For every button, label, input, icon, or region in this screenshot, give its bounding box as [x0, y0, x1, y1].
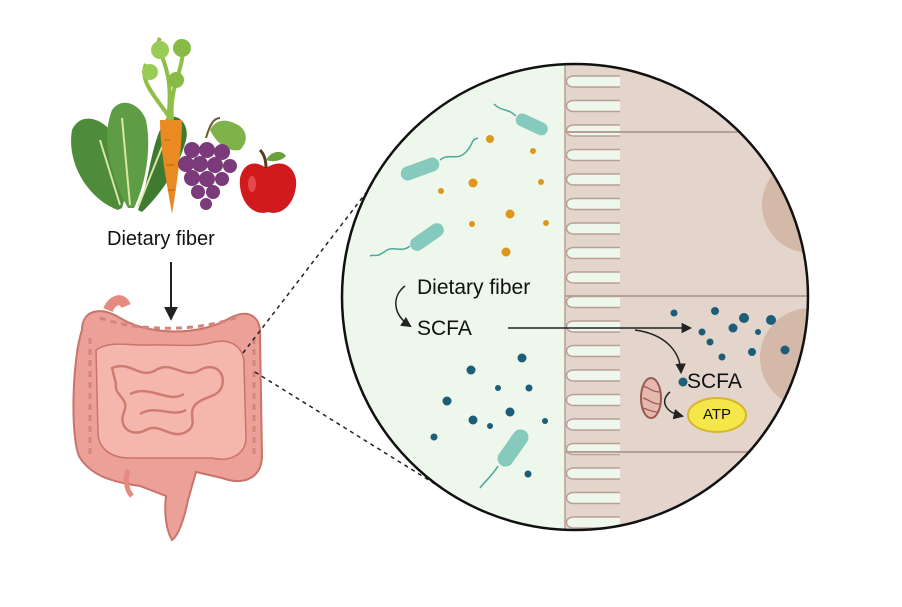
bacterium-icon	[493, 103, 548, 136]
scfa-particle	[766, 315, 776, 325]
scfa-particle	[430, 433, 438, 441]
scfa-particle	[755, 329, 761, 335]
villus	[565, 516, 620, 529]
villus	[565, 222, 620, 235]
villus	[565, 393, 620, 407]
bacterium-icon	[400, 137, 479, 181]
fiber-particle	[486, 135, 494, 143]
scfa-to-atp-arrow	[663, 391, 685, 420]
fiber-particle	[543, 220, 549, 226]
bacterium-icon	[479, 429, 529, 489]
scfa-particle	[678, 377, 688, 387]
scfa-particle	[698, 328, 706, 336]
villus	[565, 467, 620, 480]
spinach-icon	[71, 102, 187, 212]
fiber-particle	[438, 188, 444, 194]
villus	[565, 271, 620, 284]
epithelial-villi	[564, 64, 620, 530]
magnifier-circle	[340, 62, 810, 532]
villus	[565, 295, 620, 309]
apple-icon	[239, 148, 297, 213]
villus	[565, 246, 620, 260]
villus	[565, 124, 620, 137]
scfa-particle	[728, 323, 738, 333]
scfa-particle	[780, 345, 790, 355]
villus	[565, 369, 620, 382]
villus	[565, 418, 620, 431]
mitochondrion-icon	[640, 377, 662, 419]
villus	[565, 173, 620, 186]
villus	[565, 148, 620, 162]
fiber-particle	[530, 148, 536, 154]
scfa-particle	[468, 415, 478, 425]
scfa-lumen-label: SCFA	[417, 317, 472, 340]
scfa-particle	[542, 418, 548, 424]
dietary-fiber-label: Dietary fiber	[107, 228, 215, 250]
atp-badge	[687, 397, 747, 433]
atp-label: ATP	[702, 406, 732, 423]
villus	[565, 197, 620, 211]
scfa-particle	[748, 348, 756, 356]
scfa-particle	[524, 470, 532, 478]
dietary-fiber-lumen-label: Dietary fiber	[417, 276, 531, 299]
scfa-particle	[466, 365, 476, 375]
villus	[565, 99, 620, 113]
nucleus	[762, 157, 808, 253]
fiber-particle	[505, 209, 515, 219]
grapes-icon	[178, 117, 246, 210]
villus	[565, 75, 620, 88]
intestine-icon	[72, 295, 264, 542]
scfa-particle	[739, 313, 749, 323]
zoom-line-top	[242, 171, 383, 354]
scfa-particle	[487, 423, 493, 429]
bacterium-icon	[369, 223, 444, 257]
fiber-particle	[468, 178, 478, 188]
scfa-particle	[711, 307, 719, 315]
nucleus	[760, 308, 808, 408]
scfa-particle	[670, 309, 678, 317]
fiber-to-scfa-arrow	[395, 285, 412, 328]
villus	[565, 344, 620, 358]
scfa-particle	[495, 385, 501, 391]
fiber-particle	[538, 179, 544, 185]
scfa-cell-label: SCFA	[687, 370, 742, 393]
scfa-to-cell-arrow	[634, 329, 686, 375]
scfa-particle	[505, 407, 515, 417]
scfa-particle	[525, 384, 533, 392]
carrot-icon	[142, 37, 191, 214]
scfa-particle	[442, 396, 452, 406]
scfa-particle	[517, 353, 527, 363]
villus	[565, 491, 620, 505]
scfa-particle	[706, 338, 714, 346]
villus	[565, 320, 620, 333]
fiber-particle	[501, 247, 511, 257]
scfa-particle	[718, 353, 726, 361]
fiber-particle	[469, 221, 475, 227]
